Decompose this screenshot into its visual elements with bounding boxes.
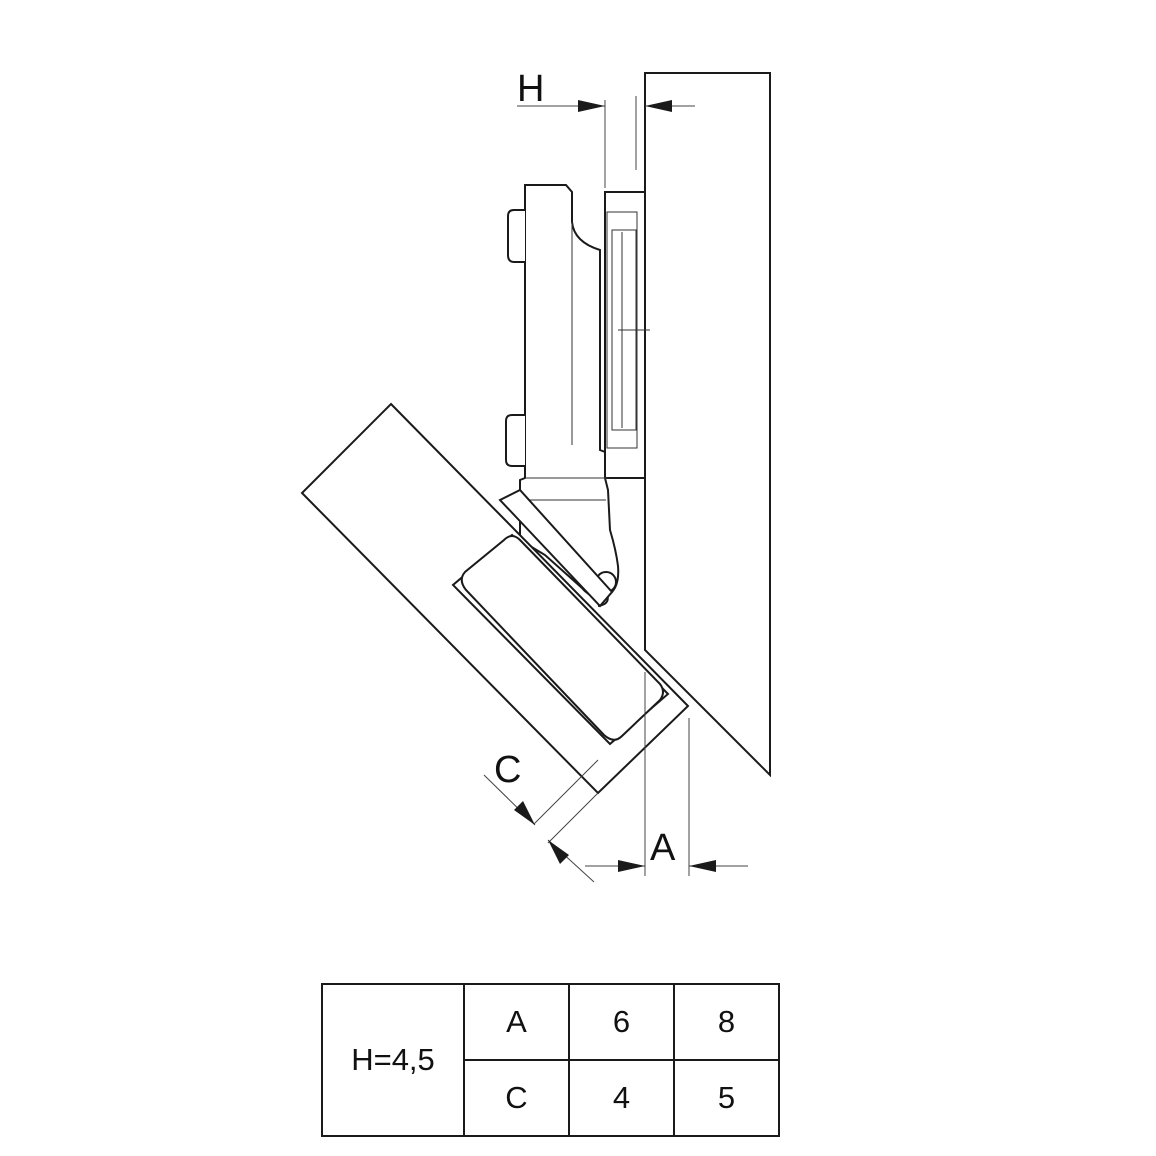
cabinet-side-panel (644, 72, 771, 778)
h-value-cell: H=4,5 (321, 983, 465, 1137)
value-cell: 5 (673, 1059, 780, 1137)
label-a: A (650, 827, 676, 869)
hinge-diagram: H A C (300, 68, 771, 883)
label-h: H (517, 68, 544, 110)
value-cell: 6 (568, 983, 675, 1061)
dimension-a: A (585, 672, 748, 876)
param-cell-c: C (463, 1059, 570, 1137)
param-cell-a: A (463, 983, 570, 1061)
dimension-c: C (483, 749, 599, 883)
value-cell: 4 (568, 1059, 675, 1137)
hinge-arm (505, 184, 620, 607)
table-row: H=4,5 A 6 8 (321, 983, 780, 1137)
value-cell: 8 (673, 983, 780, 1061)
dimension-h: H (517, 68, 695, 188)
spec-table: H=4,5 A 6 8 C 4 5 (321, 983, 780, 1137)
mounting-plate (604, 191, 650, 479)
label-c: C (494, 749, 521, 791)
table-row: C 4 5 (322, 1059, 780, 1137)
hinge-cup (451, 488, 670, 746)
